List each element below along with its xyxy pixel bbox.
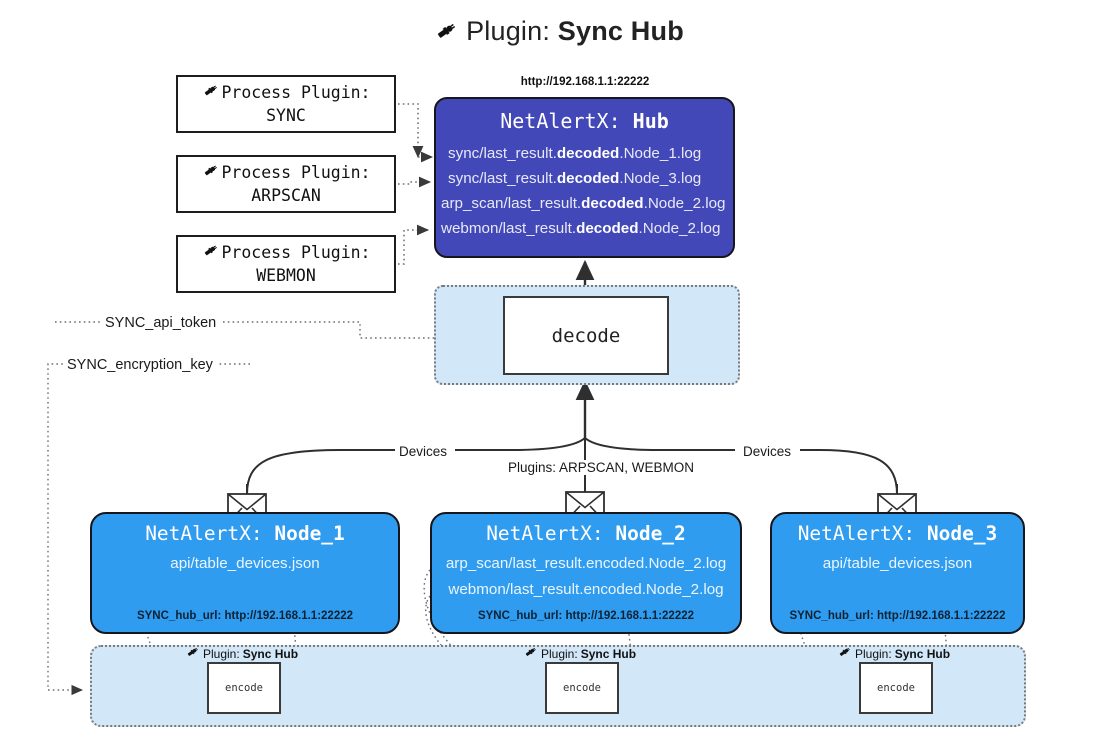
node3-devices-wire-b [584,437,735,451]
node-hub-url: SYNC_hub_url: http://192.168.1.1:22222 [92,610,398,622]
encoder-name: Sync Hub [242,646,299,661]
encoder-plugin-label-2: Plugin: Sync Hub [523,645,636,662]
plug-icon [201,162,220,185]
log-bold: decoded [556,145,620,162]
hub-url-label: http://192.168.1.1:22222 [520,76,650,88]
title-name: Sync Hub [557,16,684,46]
log-post: .Node_1.log [619,145,702,162]
node-box-node3[interactable]: NetAlertX: Node_3 api/table_devices.json… [770,512,1025,634]
log-pre: webmon/last_result. [441,220,577,237]
hub-log-item: webmon/last_result.decoded.Node_2.log [441,216,733,241]
plug-icon [201,82,220,105]
hub-title-name: Hub [632,109,669,133]
plug-icon [185,645,200,662]
node-url-value: http://192.168.1.1:22222 [877,610,1006,622]
node-title-name: Node_1 [274,522,345,545]
log-bold: decoded [581,195,644,212]
process-plugin-box-arpscan[interactable]: Process Plugin: ARPSCAN [176,155,396,213]
log-post: .Node_3.log [619,170,702,187]
plug-icon [201,242,220,265]
encoder-prefix: Plugin: [203,646,240,661]
log-pre: sync/last_result. [448,170,557,187]
encode-box-1[interactable]: encode [207,662,281,714]
hub-log-list: sync/last_result.decoded.Node_1.log sync… [436,141,733,241]
node-title: NetAlertX: Node_2 [432,522,740,545]
hub-title: NetAlertX: Hub [436,109,733,133]
sync-api-token-label: SYNC_api_token [101,315,221,331]
process-plugin-box-webmon[interactable]: Process Plugin: WEBMON [176,235,396,293]
hub-log-item: sync/last_result.decoded.Node_1.log [448,141,733,166]
node-title-prefix: NetAlertX: [486,522,604,545]
node-hub-url: SYNC_hub_url: http://192.168.1.1:22222 [772,610,1023,622]
node-title-name: Node_2 [615,522,686,545]
node-hub-url: SYNC_hub_url: http://192.168.1.1:22222 [432,610,740,622]
encode-box-2[interactable]: encode [545,662,619,714]
node-url-label: SYNC_hub_url: [789,610,874,622]
process-plugin-name: WEBMON [256,265,316,285]
page-title: Plugin: Sync Hub [0,16,1117,50]
node-line: webmon/last_result.encoded.Node_2.log [448,581,724,598]
encoder-name: Sync Hub [580,646,637,661]
node-line-list: api/table_devices.json [92,551,398,577]
node-line: api/table_devices.json [170,555,320,572]
plug-icon [433,19,459,50]
log-post: .Node_2.log [643,195,726,212]
devices-label-right: Devices [739,444,796,459]
hub-log-item: arp_scan/last_result.decoded.Node_2.log [441,191,733,216]
node-title: NetAlertX: Node_3 [772,522,1023,545]
node-url-label: SYNC_hub_url: [136,610,222,622]
log-bold: decoded [556,170,620,187]
node-line-list: api/table_devices.json [772,551,1023,577]
hub-title-prefix: NetAlertX: [500,109,621,133]
devices-label-left: Devices [395,444,452,459]
encoder-plugin-label-1: Plugin: Sync Hub [185,645,298,662]
node1-devices-wire-b [455,437,586,451]
process-plugin-name: SYNC [266,105,306,125]
node1-devices-wire [246,449,395,495]
plugins-label: Plugins: ARPSCAN, WEBMON [504,460,699,475]
encoder-name: Sync Hub [894,646,951,661]
node-title-prefix: NetAlertX: [797,522,916,545]
decode-box[interactable]: decode [503,296,669,375]
node-url-value: http://192.168.1.1:22222 [224,610,354,622]
process-plugin-box-sync[interactable]: Process Plugin: SYNC [176,75,396,133]
process-plugin-label: Process Plugin: [221,243,371,263]
plug-icon [837,645,852,662]
process-plugin-label: Process Plugin: [221,83,371,103]
node-box-node2[interactable]: NetAlertX: Node_2 arp_scan/last_result.e… [430,512,742,634]
node-url-value: http://192.168.1.1:22222 [565,610,695,622]
plugin-to-hub-connectors [398,103,434,265]
log-pre: sync/last_result. [448,145,557,162]
encode-box-3[interactable]: encode [859,662,933,714]
node-title-name: Node_3 [926,522,998,545]
node-title-prefix: NetAlertX: [145,522,263,545]
hub-node-box[interactable]: NetAlertX: Hub sync/last_result.decoded.… [434,97,735,258]
node-line: api/table_devices.json [822,555,973,572]
encoder-prefix: Plugin: [855,646,892,661]
node-url-label: SYNC_hub_url: [477,610,563,622]
node-title: NetAlertX: Node_1 [92,522,398,545]
process-plugin-name: ARPSCAN [251,185,321,205]
encoder-plugin-label-3: Plugin: Sync Hub [837,645,950,662]
node-line: arp_scan/last_result.encoded.Node_2.log [445,555,727,572]
log-bold: decoded [576,220,639,237]
log-pre: arp_scan/last_result. [441,195,582,212]
encoder-prefix: Plugin: [541,646,578,661]
process-plugin-label: Process Plugin: [221,163,371,183]
node3-devices-wire [800,449,898,495]
title-prefix: Plugin: [466,16,551,46]
hub-log-item: sync/last_result.decoded.Node_3.log [448,166,733,191]
node-box-node1[interactable]: NetAlertX: Node_1 api/table_devices.json… [90,512,400,634]
node-line-list: arp_scan/last_result.encoded.Node_2.log … [432,551,740,603]
sync-encryption-key-label: SYNC_encryption_key [63,357,217,373]
log-post: .Node_2.log [638,220,721,237]
plug-icon [523,645,538,662]
